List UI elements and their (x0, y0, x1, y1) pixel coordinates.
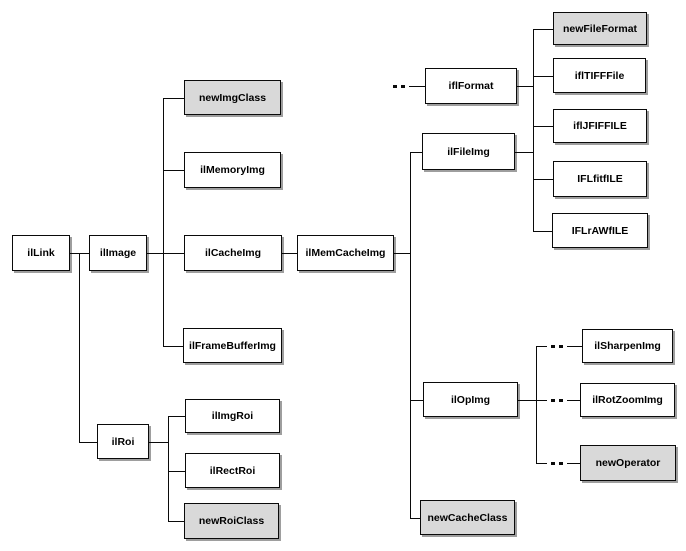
connector-child-line (163, 346, 183, 347)
class-box-IFLrAWfILE: IFLrAWfILE (552, 213, 648, 248)
connector-child-line (533, 126, 553, 127)
ellipsis-dot (393, 85, 397, 88)
connector-parent-line (517, 86, 534, 87)
ellipsis-dot (559, 462, 563, 465)
connector-child-line (168, 521, 184, 522)
connector-dash (567, 463, 580, 464)
connector-child-line (79, 442, 97, 443)
class-box-iflJFIFFILE: iflJFIFFILE (553, 109, 647, 143)
connector-child-line (533, 29, 553, 30)
class-box-ilSharpenImg: ilSharpenImg (582, 329, 673, 363)
connector-trunk-line (410, 152, 411, 519)
connector-child-line (168, 416, 185, 417)
connector-child-line (533, 76, 553, 77)
class-box-ilRoi: ilRoi (97, 424, 149, 459)
class-box-newFileFormat: newFileFormat (553, 12, 647, 45)
connector-child-line (163, 253, 184, 254)
class-box-newImgClass: newImgClass (184, 80, 281, 115)
connector-trunk-line (533, 29, 534, 232)
class-box-ilFrameBufferImg: ilFrameBufferImg (183, 328, 282, 363)
connector-dash (536, 400, 547, 401)
class-box-newRoiClass: newRoiClass (184, 503, 279, 539)
connector-child-line (168, 471, 185, 472)
class-box-iflTIFFFile: iflTIFFFile (553, 58, 646, 93)
connector-child-line (79, 253, 89, 254)
connector-parent-line (70, 253, 80, 254)
connector-trunk-line (536, 346, 537, 464)
class-box-IFLfitfILE: IFLfitfILE (553, 161, 647, 197)
connector-child-line (410, 152, 422, 153)
connector-child-line (410, 400, 423, 401)
ellipsis-dot (551, 345, 555, 348)
connector-child-line (290, 253, 297, 254)
connector-child-line (533, 231, 552, 232)
connector-dash (409, 86, 425, 87)
connector-child-line (163, 170, 184, 171)
class-box-newOperator: newOperator (580, 445, 676, 481)
connector-parent-line (282, 253, 291, 254)
class-box-ilOpImg: ilOpImg (423, 382, 518, 417)
class-box-ilMemoryImg: ilMemoryImg (184, 152, 281, 188)
connector-dash (567, 346, 582, 347)
connector-dash (567, 400, 580, 401)
ellipsis-dot (559, 399, 563, 402)
ellipsis-dot (551, 462, 555, 465)
class-box-iflFormat: iflFormat (425, 68, 517, 104)
ellipsis-dot (551, 399, 555, 402)
connector-parent-line (147, 253, 164, 254)
class-box-newCacheClass: newCacheClass (420, 500, 515, 535)
class-box-ilImage: ilImage (89, 235, 147, 271)
connector-child-line (163, 98, 184, 99)
connector-child-line (410, 518, 420, 519)
class-box-ilRotZoomImg: ilRotZoomImg (580, 383, 675, 417)
connector-trunk-line (168, 416, 169, 522)
class-box-ilCacheImg: ilCacheImg (184, 235, 282, 271)
class-box-ilLink: ilLink (12, 235, 70, 271)
class-box-ilMemCacheImg: ilMemCacheImg (297, 235, 394, 271)
class-box-ilRectRoi: ilRectRoi (185, 453, 280, 488)
connector-dash (536, 346, 547, 347)
connector-child-line (533, 179, 553, 180)
connector-parent-line (394, 253, 411, 254)
connector-trunk-line (79, 253, 80, 443)
class-box-ilImgRoi: ilImgRoi (185, 399, 280, 433)
connector-parent-line (515, 152, 534, 153)
connector-dash (536, 463, 547, 464)
class-box-ilFileImg: ilFileImg (422, 133, 515, 170)
ellipsis-dot (559, 345, 563, 348)
connector-parent-line (149, 442, 169, 443)
connector-trunk-line (163, 98, 164, 347)
connector-parent-line (518, 400, 537, 401)
ellipsis-dot (401, 85, 405, 88)
